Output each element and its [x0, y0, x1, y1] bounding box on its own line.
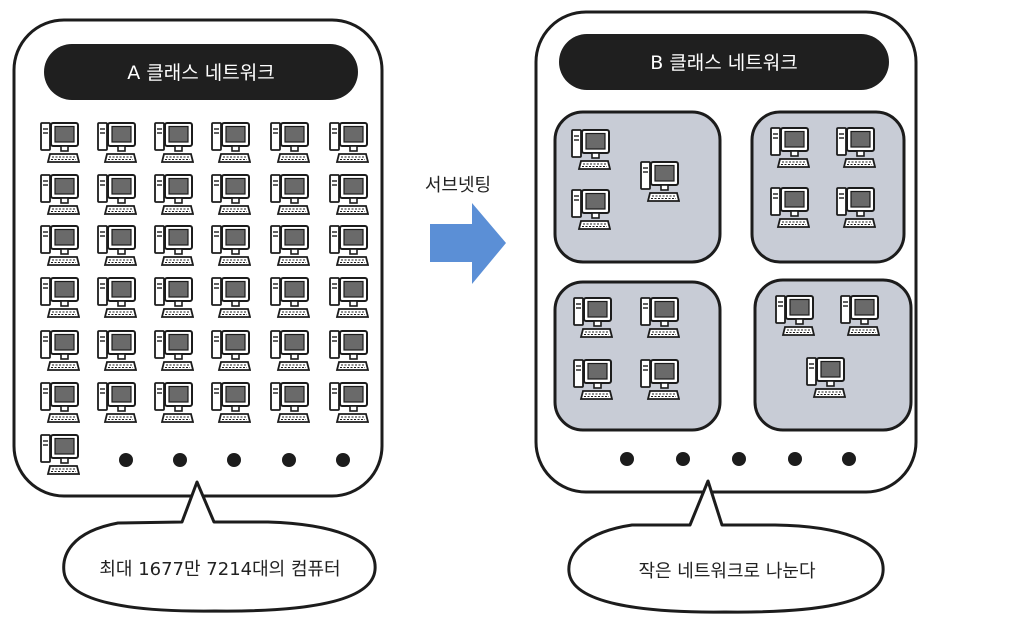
left-title-bar — [44, 44, 358, 100]
arrow-label: 서브넷팅 — [425, 175, 491, 196]
left-network-panel: A 클래스 네트워크 — [12, 18, 384, 498]
ellipsis-dot — [842, 452, 856, 466]
right-title-bar — [559, 34, 889, 90]
left-panel-title: A 클래스 네트워크 — [127, 62, 274, 84]
ellipsis-dot — [282, 453, 296, 467]
subnetting-arrow: 서브넷팅 — [425, 175, 506, 284]
left-caption-text: 최대 1677만 7214대의 컴퓨터 — [99, 559, 340, 580]
ellipsis-dot — [620, 452, 634, 466]
ellipsis-dot — [173, 453, 187, 467]
right-caption-bubble: 작은 네트워크로 나눈다 — [567, 479, 885, 614]
ellipsis-dot — [227, 453, 241, 467]
ellipsis-dot — [119, 453, 133, 467]
right-panel-title: B 클래스 네트워크 — [650, 52, 797, 74]
right-caption-text: 작은 네트워크로 나눈다 — [638, 561, 815, 582]
right-ellipsis — [620, 452, 856, 466]
left-caption-bubble: 최대 1677만 7214대의 컴퓨터 — [62, 480, 377, 613]
right-network-panel: B 클래스 네트워크 — [534, 10, 918, 494]
ellipsis-dot — [676, 452, 690, 466]
ellipsis-dot — [732, 452, 746, 466]
ellipsis-dot — [788, 452, 802, 466]
arrow-icon — [430, 203, 506, 284]
ellipsis-dot — [336, 453, 350, 467]
left-ellipsis — [119, 453, 350, 467]
